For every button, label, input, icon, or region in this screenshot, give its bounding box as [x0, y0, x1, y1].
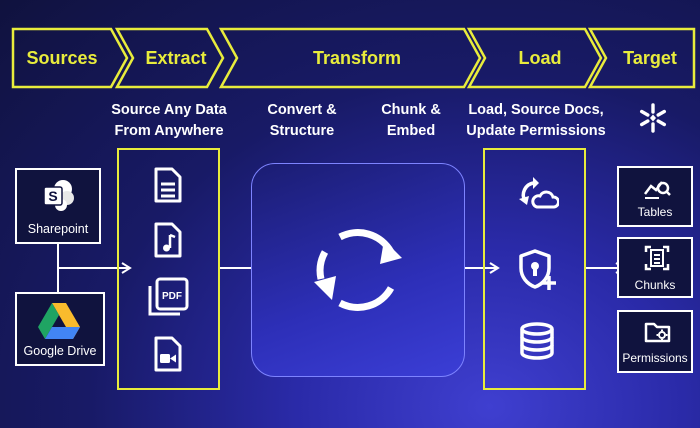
load-panel [483, 148, 586, 390]
chunks-label: Chunks [634, 278, 676, 292]
chevron-load [466, 27, 603, 89]
permissions-target[interactable]: Permissions [617, 310, 693, 373]
pdf-icon: PDF [148, 277, 189, 316]
stage-label-target: Target [623, 48, 677, 68]
sharepoint-icon: S [43, 180, 74, 211]
google-drive-icon [38, 303, 80, 339]
stage-banner [11, 27, 696, 89]
audio-file-icon [154, 222, 182, 258]
tables-label: Tables [637, 205, 673, 219]
extract-panel: PDF [117, 148, 220, 390]
stage-label-transform: Transform [312, 48, 402, 68]
chevron-transform [218, 27, 482, 89]
google-drive-label: Google Drive [23, 344, 97, 358]
stage-label-sources: Sources [26, 48, 98, 68]
snowflake-icon [639, 103, 667, 133]
svg-text:S: S [48, 188, 57, 204]
permissions-label: Permissions [622, 351, 688, 365]
transform-panel [251, 163, 465, 377]
tables-target[interactable]: Tables [617, 166, 693, 227]
stage-label-extract: Extract [145, 48, 207, 68]
sync-cloud-icon [519, 177, 559, 209]
google-drive-source[interactable]: Google Drive [15, 292, 105, 366]
folder-settings-icon [644, 322, 671, 343]
caption-load: Load, Source Docs, Update Permissions [466, 102, 606, 139]
svg-text:PDF: PDF [162, 291, 182, 302]
stage-label-load: Load [518, 48, 562, 68]
caption-extract: Source Any Data From Anywhere [111, 102, 227, 139]
database-icon [520, 322, 554, 360]
chevron-target [587, 27, 696, 89]
scan-document-icon [644, 245, 670, 271]
shield-lock-icon [519, 249, 556, 290]
chevron-sources [11, 27, 129, 89]
video-file-icon [154, 336, 182, 372]
chart-search-icon [644, 181, 671, 199]
sharepoint-label: Sharepoint [27, 222, 89, 236]
caption-chunk: Chunk & Embed [381, 102, 441, 139]
caption-convert: Convert & Structure [267, 102, 337, 139]
sharepoint-source[interactable]: S Sharepoint [15, 168, 101, 244]
document-icon [154, 167, 182, 203]
chunks-target[interactable]: Chunks [617, 237, 693, 298]
refresh-cycle-icon [314, 229, 402, 311]
chevron-extract [114, 27, 225, 89]
